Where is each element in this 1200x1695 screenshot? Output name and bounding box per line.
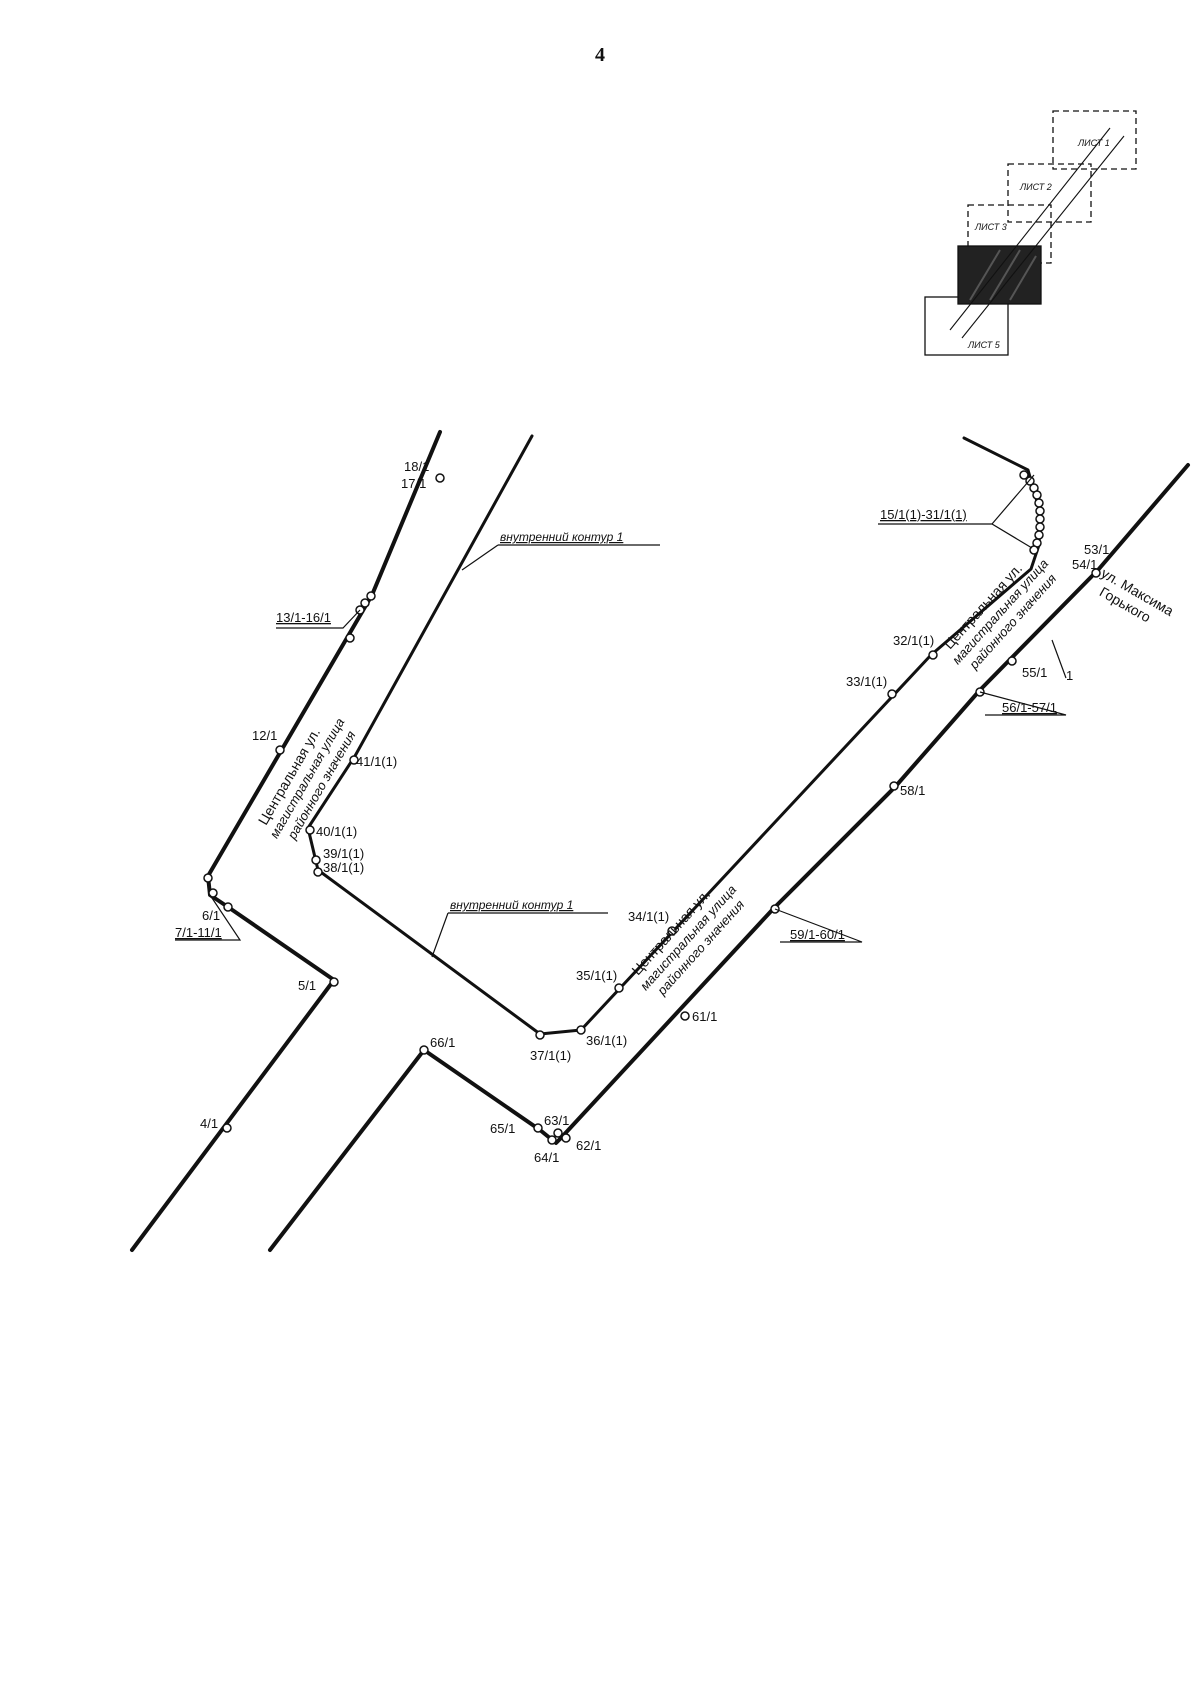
label-62-1: 62/1 (576, 1138, 601, 1153)
street-label-gorky: ул. Максима Горького (1097, 565, 1177, 626)
sheet-index-map: ЛИСТ 1 ЛИСТ 2 ЛИСТ 3 ЛИСТ 5 (924, 110, 1137, 356)
label-5-1: 5/1 (298, 978, 316, 993)
svg-text:магистральная улица: магистральная улица (637, 882, 739, 993)
sheet-1-frame (1052, 110, 1137, 170)
label-64-1: 64/1 (534, 1150, 559, 1165)
sheet-2-label: ЛИСТ 2 (1019, 182, 1052, 192)
label-41-1: 41/1(1) (356, 754, 397, 769)
label-1: 1 (1066, 668, 1073, 683)
contour-label-top: внутренний контур 1 (500, 530, 623, 544)
label-63-1: 63/1 (544, 1113, 569, 1128)
label-6-1: 6/1 (202, 908, 220, 923)
sheet-5-frame (924, 296, 1009, 356)
label-15-31: 15/1(1)-31/1(1) (880, 507, 967, 522)
label-32-1: 32/1(1) (893, 633, 934, 648)
label-54-1: 54/1 (1072, 557, 1097, 572)
label-4-1: 4/1 (200, 1116, 218, 1131)
label-37-1: 37/1(1) (530, 1048, 571, 1063)
label-66-1: 66/1 (430, 1035, 455, 1050)
label-17-1: 17/1 (401, 476, 426, 491)
label-53-1: 53/1 (1084, 542, 1109, 557)
leader-59-60 (774, 908, 863, 943)
label-61-1: 61/1 (692, 1009, 717, 1024)
label-36-1: 36/1(1) (586, 1033, 627, 1048)
label-38-1: 38/1(1) (323, 860, 364, 875)
label-39-1: 39/1(1) (323, 846, 364, 861)
leader-lines (175, 474, 1067, 958)
svg-text:магистральная улица: магистральная улица (949, 556, 1051, 667)
label-35-1: 35/1(1) (576, 968, 617, 983)
sheet-5-label: ЛИСТ 5 (967, 340, 1001, 350)
leader-15-31 (878, 523, 1033, 549)
label-7-11: 7/1-11/1 (175, 925, 222, 940)
leader-13-16 (276, 609, 361, 629)
point-labels: 18/1 17/1 13/1-16/1 12/1 6/1 7/1-11/1 5/… (175, 459, 1109, 1165)
left-boundary-line (130, 430, 442, 1252)
street-label-central-2: Центральная ул. магистральная улица райо… (940, 556, 1059, 673)
page-number: 4 (595, 44, 605, 66)
label-58-1: 58/1 (900, 783, 925, 798)
leader-7-11 (175, 894, 242, 941)
right-boundary-line (268, 463, 1190, 1252)
point-markers (203, 473, 1101, 1145)
leader-56-57 (979, 691, 1067, 716)
label-65-1: 65/1 (490, 1121, 515, 1136)
label-55-1: 55/1 (1022, 665, 1047, 680)
label-34-1: 34/1(1) (628, 909, 669, 924)
street-label-central-3: Центральная ул. магистральная улица райо… (628, 882, 747, 999)
label-13-16: 13/1-16/1 (276, 610, 331, 625)
leader-1 (1051, 639, 1067, 679)
label-18-1: 18/1 (404, 459, 429, 474)
sheet-2-frame (1007, 163, 1092, 223)
label-59-60: 59/1-60/1 (790, 927, 845, 942)
label-56-57: 56/1-57/1 (1002, 700, 1057, 715)
arc-points-group (1019, 470, 1045, 555)
sheet-3-label: ЛИСТ 3 (974, 222, 1007, 232)
current-sheet-4 (957, 245, 1042, 305)
label-33-1: 33/1(1) (846, 674, 887, 689)
label-40-1: 40/1(1) (316, 824, 357, 839)
sheet-1-label: ЛИСТ 1 (1077, 138, 1110, 148)
contour-label-bottom: внутренний контур 1 (450, 898, 573, 912)
label-12-1: 12/1 (252, 728, 277, 743)
road-lines (130, 430, 1190, 1252)
